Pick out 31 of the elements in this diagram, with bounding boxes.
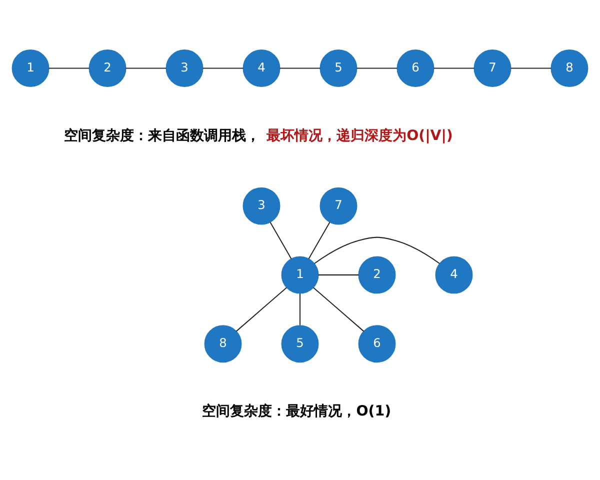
node-circle: 7 (320, 186, 358, 224)
node-circle: 6 (358, 324, 396, 362)
connector (202, 67, 244, 68)
connector (236, 286, 287, 332)
node-circle: 8 (550, 49, 588, 87)
node-circle: 8 (204, 324, 242, 362)
node-circle: 3 (242, 186, 280, 224)
connector (126, 67, 166, 68)
node-circle: 3 (166, 49, 204, 87)
node-circle: 1 (281, 256, 319, 294)
connector (434, 67, 474, 68)
label: 空间复杂度：来自函数调用栈，最坏情况，递归深度为O(|V|) (64, 127, 453, 144)
connector (356, 67, 398, 68)
connector (314, 236, 440, 264)
node-circle: 7 (474, 49, 512, 87)
label: 空间复杂度：最好情况，O(1) (202, 402, 392, 419)
node-circle: 6 (396, 49, 434, 87)
node-circle: 5 (320, 49, 358, 87)
node-circle: 2 (88, 49, 126, 87)
connector (318, 274, 359, 275)
connector (48, 67, 90, 68)
connector (510, 67, 552, 68)
connector (270, 222, 292, 259)
node-circle: 4 (242, 49, 280, 87)
node-circle: 1 (12, 49, 50, 87)
connector (308, 222, 330, 259)
node-circle: 2 (358, 256, 396, 294)
connector (280, 67, 320, 68)
connector (313, 286, 364, 332)
node-circle: 5 (281, 324, 319, 362)
node-circle: 4 (435, 256, 473, 294)
